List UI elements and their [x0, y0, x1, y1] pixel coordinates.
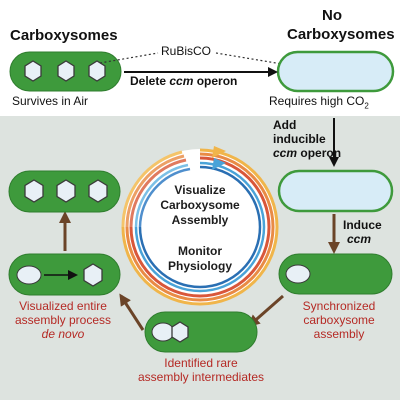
intermediate-hexagon-icon — [171, 321, 189, 343]
induce-label: Induce — [343, 218, 382, 232]
identified-caption-line2: assembly intermediates — [137, 370, 265, 384]
identified-caption-line1: Identified rare — [164, 356, 238, 370]
visualized-caption-line1: Visualized entire — [19, 299, 107, 313]
ccm-operon-label: ccm operon — [273, 146, 342, 160]
assembled-hexagon-icon — [24, 179, 44, 203]
carboxysomes-title: Carboxysomes — [10, 27, 118, 44]
carboxysome-hexagon-icon — [88, 60, 106, 82]
requires-high-co2-caption: Requires high CO2 — [269, 94, 369, 111]
monitor-label: Monitor — [178, 244, 222, 258]
physiology-label: Physiology — [167, 259, 232, 273]
synchronized-caption-line1: Synchronized — [302, 299, 376, 313]
carboxysome-hexagon-icon — [24, 60, 42, 82]
synchronized-arrow — [247, 294, 284, 327]
assembly-label: Assembly — [171, 213, 229, 227]
synchronized-caption-line3: assembly — [313, 327, 365, 341]
intermediate-bubble-icon — [151, 322, 175, 342]
cycle-circle-graphic — [121, 146, 279, 306]
delete-suffix: operon — [193, 74, 238, 88]
denovo-hexagon-icon — [83, 263, 103, 287]
no-label: No — [322, 7, 342, 24]
delete-ccm-operon-label: Delete ccm operon — [130, 74, 238, 88]
assembled-hexagon-icon — [88, 179, 108, 203]
synchronized-caption-line2: carboxysome — [303, 313, 375, 327]
assembled-hexagon-icon — [56, 179, 76, 203]
denovo-bubble-icon — [16, 265, 42, 285]
no-carboxysomes-title: Carboxysomes — [287, 26, 395, 43]
visualized-caption-line3: de novo — [41, 327, 85, 341]
delete-ccm-italic: ccm — [169, 74, 194, 88]
visualize-label: Visualize — [174, 183, 226, 197]
carboxysome-hexagon-icon — [57, 60, 75, 82]
delete-prefix: Delete — [130, 74, 170, 88]
cell-inducible-operon — [277, 169, 394, 213]
add-label: Add — [273, 118, 297, 132]
procarboxysome-icon — [285, 264, 311, 284]
operon-suffix: operon — [297, 146, 342, 160]
cell-without-carboxysomes — [276, 50, 395, 93]
carboxysome-label: Carboxysome — [160, 198, 240, 212]
induce-ccm-label: ccm — [347, 232, 372, 246]
ccm-italic: ccm — [273, 146, 298, 160]
co2-subscript: 2 — [364, 101, 369, 111]
rubisco-label: RuBisCO — [161, 44, 212, 58]
intermediates-arrow — [119, 293, 145, 331]
rubisco-dotted-line-left — [99, 52, 159, 64]
cell-intermediate — [144, 311, 258, 353]
cell-induced — [278, 253, 393, 295]
survives-in-air-caption: Survives in Air — [12, 94, 89, 108]
requires-high-co2-text: Requires high CO — [269, 94, 365, 108]
visualized-caption-line2: assembly process — [14, 313, 112, 327]
inducible-label: inducible — [273, 132, 326, 146]
